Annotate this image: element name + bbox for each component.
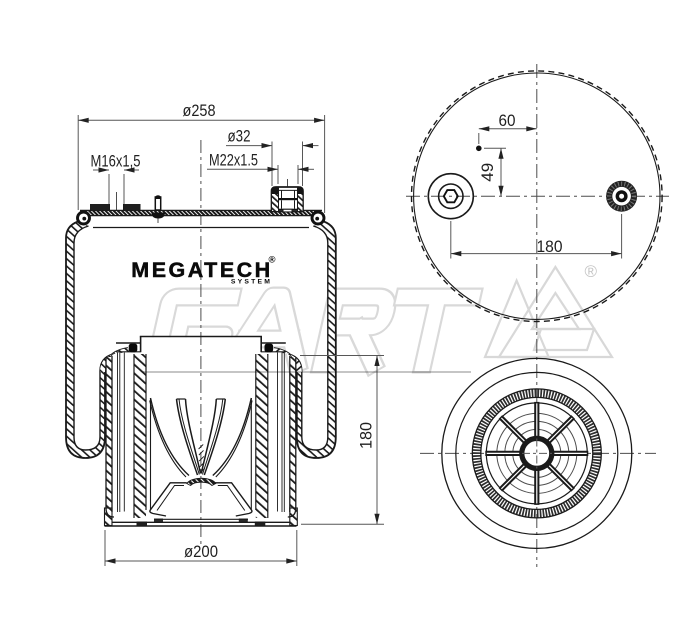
svg-text:ø200: ø200 [184, 542, 218, 561]
svg-text:180: 180 [537, 237, 563, 256]
svg-text:®: ® [585, 262, 598, 281]
svg-text:SYSTEM: SYSTEM [231, 279, 272, 286]
svg-text:M22x1.5: M22x1.5 [209, 151, 258, 170]
svg-text:ø32: ø32 [228, 127, 251, 146]
svg-text:60: 60 [499, 111, 516, 130]
svg-text:ø258: ø258 [183, 101, 216, 120]
svg-text:MEGATECH: MEGATECH [131, 258, 272, 282]
svg-text:180: 180 [357, 422, 376, 449]
svg-text:M16x1,5: M16x1,5 [91, 152, 141, 171]
svg-text:49: 49 [478, 163, 497, 182]
svg-text:®: ® [269, 255, 276, 266]
